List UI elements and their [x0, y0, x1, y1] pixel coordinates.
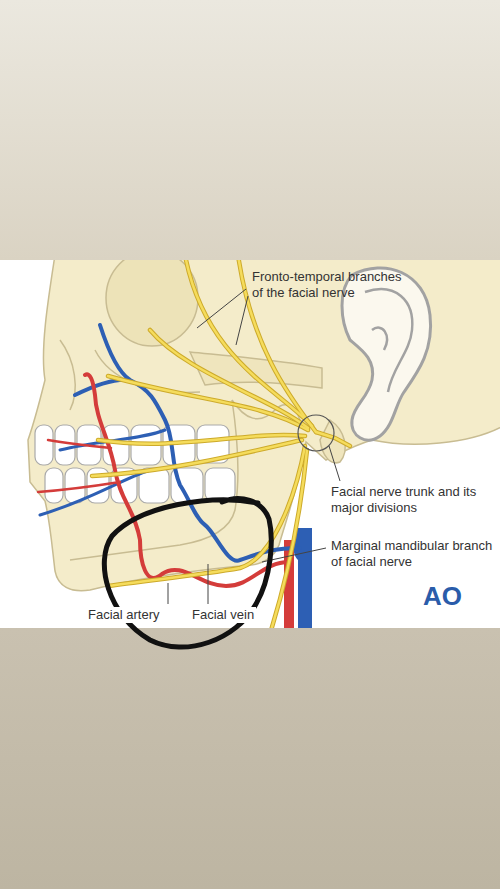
- facial-nerve: [108, 376, 308, 430]
- teeth: [35, 425, 53, 465]
- leader-line: [168, 289, 340, 604]
- nerve-label: Facial nerve trunk and its major divisio…: [331, 484, 493, 517]
- facial-nerve: [98, 435, 305, 444]
- facial-nerve: [92, 440, 302, 476]
- leader-line: [329, 446, 340, 481]
- leader-line: [236, 296, 248, 345]
- facial-nerve: [108, 376, 308, 430]
- bottom-band: [0, 628, 500, 889]
- logo-text-holder: AO: [423, 580, 462, 613]
- nerve-label-holder: Facial nerve trunk and its major divisio…: [331, 484, 493, 517]
- top-band: [0, 0, 500, 260]
- facial-nerve: [268, 450, 307, 628]
- facial-nerve: [150, 330, 308, 428]
- nerve-label: Fronto-temporal branches of the facial n…: [252, 269, 414, 302]
- teeth: [65, 468, 85, 503]
- skull-illustration: [28, 260, 500, 628]
- skull: [28, 260, 500, 591]
- maxilla-contour: [60, 340, 200, 410]
- vessel-label: Facial artery: [86, 607, 162, 623]
- facial-nerve: [92, 260, 350, 628]
- facial-nerve: [268, 450, 307, 628]
- teeth: [205, 468, 235, 501]
- vessel-label-holder: Facial artery: [86, 607, 162, 623]
- facial-nerve: [98, 435, 305, 444]
- teeth: [55, 425, 75, 465]
- logo-text: AO: [423, 580, 462, 613]
- facial-nerve: [92, 260, 350, 628]
- nerve-label: Marginal mandibular branch of facial ner…: [331, 538, 493, 571]
- leader-line: [208, 564, 209, 604]
- teeth: [45, 468, 63, 503]
- leader-line: [168, 583, 169, 604]
- hand-drawn-loop: [104, 499, 271, 648]
- vessel-label-holder: Facial vein: [190, 607, 256, 623]
- ear: [365, 289, 412, 392]
- vessel-label: Facial vein: [190, 607, 256, 623]
- nerve-label-holder: Marginal mandibular branch of facial ner…: [331, 538, 493, 571]
- facial-artery: [38, 440, 120, 492]
- zygomatic-arch: [190, 352, 322, 388]
- facial-nerve: [92, 260, 350, 628]
- nerve-label-holder: Fronto-temporal branches of the facial n…: [252, 269, 414, 302]
- facial-nerve: [150, 330, 308, 428]
- leader-line: [197, 289, 246, 328]
- facial-nerve: [185, 260, 312, 426]
- jugular-vein: [293, 528, 312, 628]
- ear: [342, 268, 431, 440]
- facial-nerve: [92, 440, 302, 476]
- mandible-contour: [70, 400, 300, 560]
- trunk-marker: [298, 415, 334, 451]
